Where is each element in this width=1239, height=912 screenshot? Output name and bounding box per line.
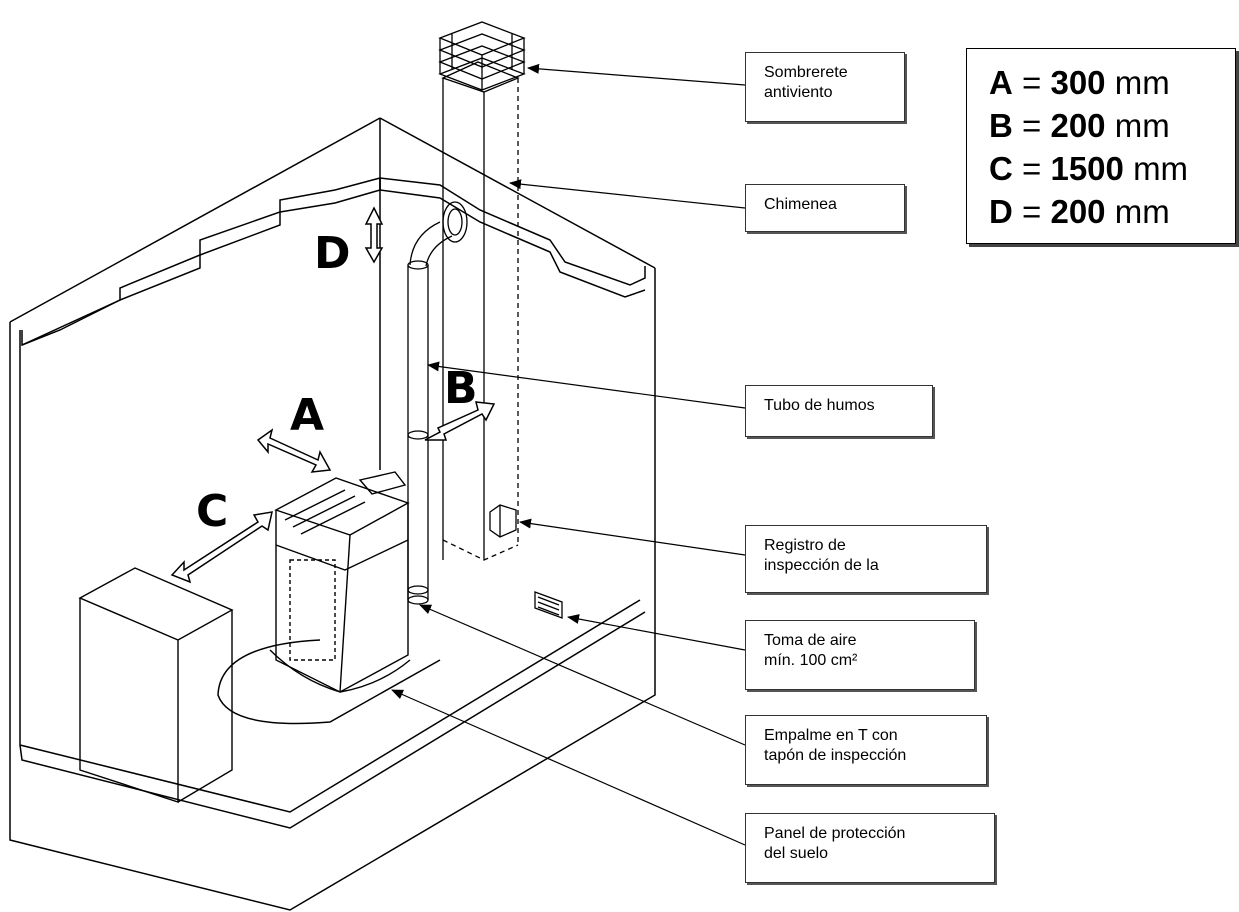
callout-line: Chimenea (764, 196, 837, 213)
callout-line: Registro de (764, 537, 846, 554)
legend-letter: C (989, 150, 1013, 187)
clearance-b-arrow (424, 401, 496, 441)
cabinet (78, 567, 234, 803)
clearance-a-arrow (256, 428, 332, 473)
callout-line: antiviento (764, 84, 833, 101)
air-intake-grille (534, 591, 563, 619)
pellet-stove (269, 471, 411, 693)
legend-row-d: D = 200 mm (989, 190, 1235, 233)
legend-row-c: C = 1500 mm (989, 147, 1235, 190)
dimension-legend: A = 300 mm B = 200 mm C = 1500 mm D = 20… (966, 48, 1236, 244)
legend-unit: mm (1114, 107, 1170, 144)
clearance-c-arrow (170, 511, 273, 584)
legend-equals: = (1022, 64, 1042, 101)
callout-line: Empalme en T con (764, 727, 898, 744)
callout-tubo-de-humos: Tubo de humos (745, 385, 933, 437)
callout-sombrerete: Sombrerete antiviento (745, 52, 905, 122)
callout-panel: Panel de protección del suelo (745, 813, 995, 883)
legend-value: 200 (1050, 193, 1106, 230)
leader-lines (391, 63, 746, 846)
legend-letter: A (989, 64, 1013, 101)
clearance-arrows (170, 206, 496, 584)
legend-value: 200 (1050, 107, 1106, 144)
legend-row-b: B = 200 mm (989, 104, 1235, 147)
chimney-hat (438, 21, 526, 91)
legend-unit: mm (1114, 64, 1170, 101)
room (9, 117, 656, 911)
dimension-b-label: B (444, 363, 478, 414)
legend-equals: = (1022, 150, 1042, 187)
legend-row-a: A = 300 mm (989, 61, 1235, 104)
dimension-d-label: D (314, 228, 351, 279)
callout-line: del suelo (764, 845, 829, 862)
legend-equals: = (1022, 193, 1042, 230)
callout-line: Sombrerete (764, 64, 848, 81)
legend-unit: mm (1114, 193, 1170, 230)
callout-line: inspección de la (764, 557, 879, 574)
legend-letter: B (989, 107, 1013, 144)
callout-line: Panel de protección (764, 825, 906, 842)
clearance-d-arrow (364, 206, 384, 264)
callout-line: tapón de inspección (764, 747, 907, 764)
callout-toma-de-aire: Toma de aire mín. 100 cm² (745, 620, 975, 690)
chimney (438, 21, 526, 561)
callout-line: Toma de aire (764, 632, 857, 649)
legend-letter: D (989, 193, 1013, 230)
dimension-c-label: C (196, 486, 229, 537)
legend-value: 1500 (1050, 150, 1124, 187)
callout-empalme: Empalme en T con tapón de inspección (745, 715, 987, 785)
callout-line: mín. 100 cm² (764, 652, 858, 669)
legend-unit: mm (1133, 150, 1189, 187)
legend-equals: = (1022, 107, 1042, 144)
dimension-a-label: A (290, 390, 325, 441)
callout-registro: Registro de inspección de la (745, 525, 987, 593)
legend-value: 300 (1050, 64, 1106, 101)
callout-chimenea: Chimenea (745, 184, 905, 232)
callout-line: Tubo de humos (764, 397, 875, 414)
